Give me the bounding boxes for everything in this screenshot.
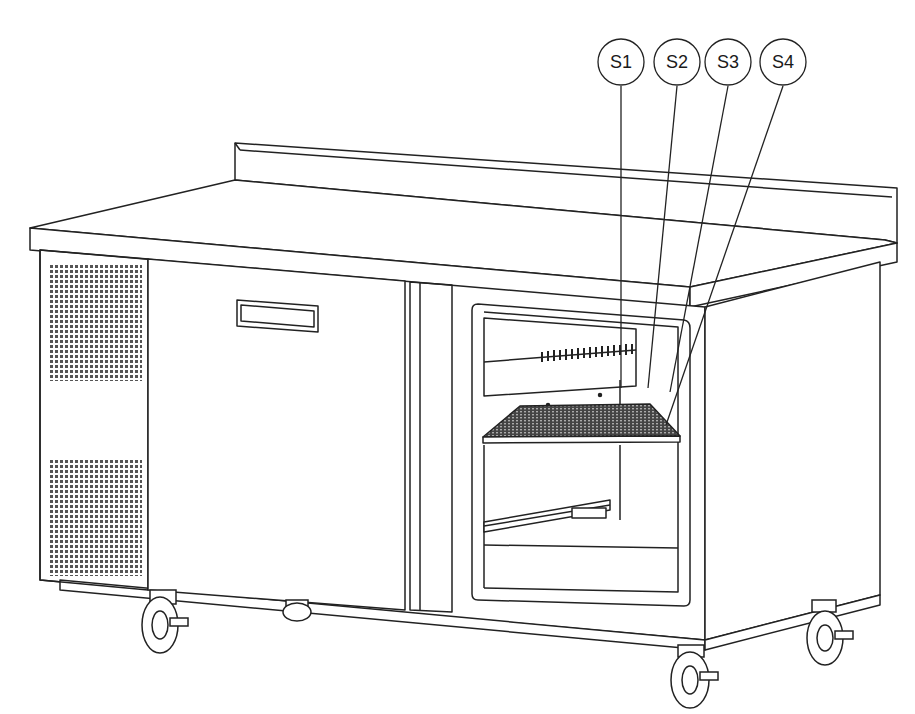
callout-number: S1 bbox=[610, 53, 632, 71]
callout-number: S4 bbox=[772, 53, 794, 71]
callout-number: S3 bbox=[717, 53, 739, 71]
callout-number: S2 bbox=[666, 53, 688, 71]
callout-leaders bbox=[598, 39, 806, 425]
